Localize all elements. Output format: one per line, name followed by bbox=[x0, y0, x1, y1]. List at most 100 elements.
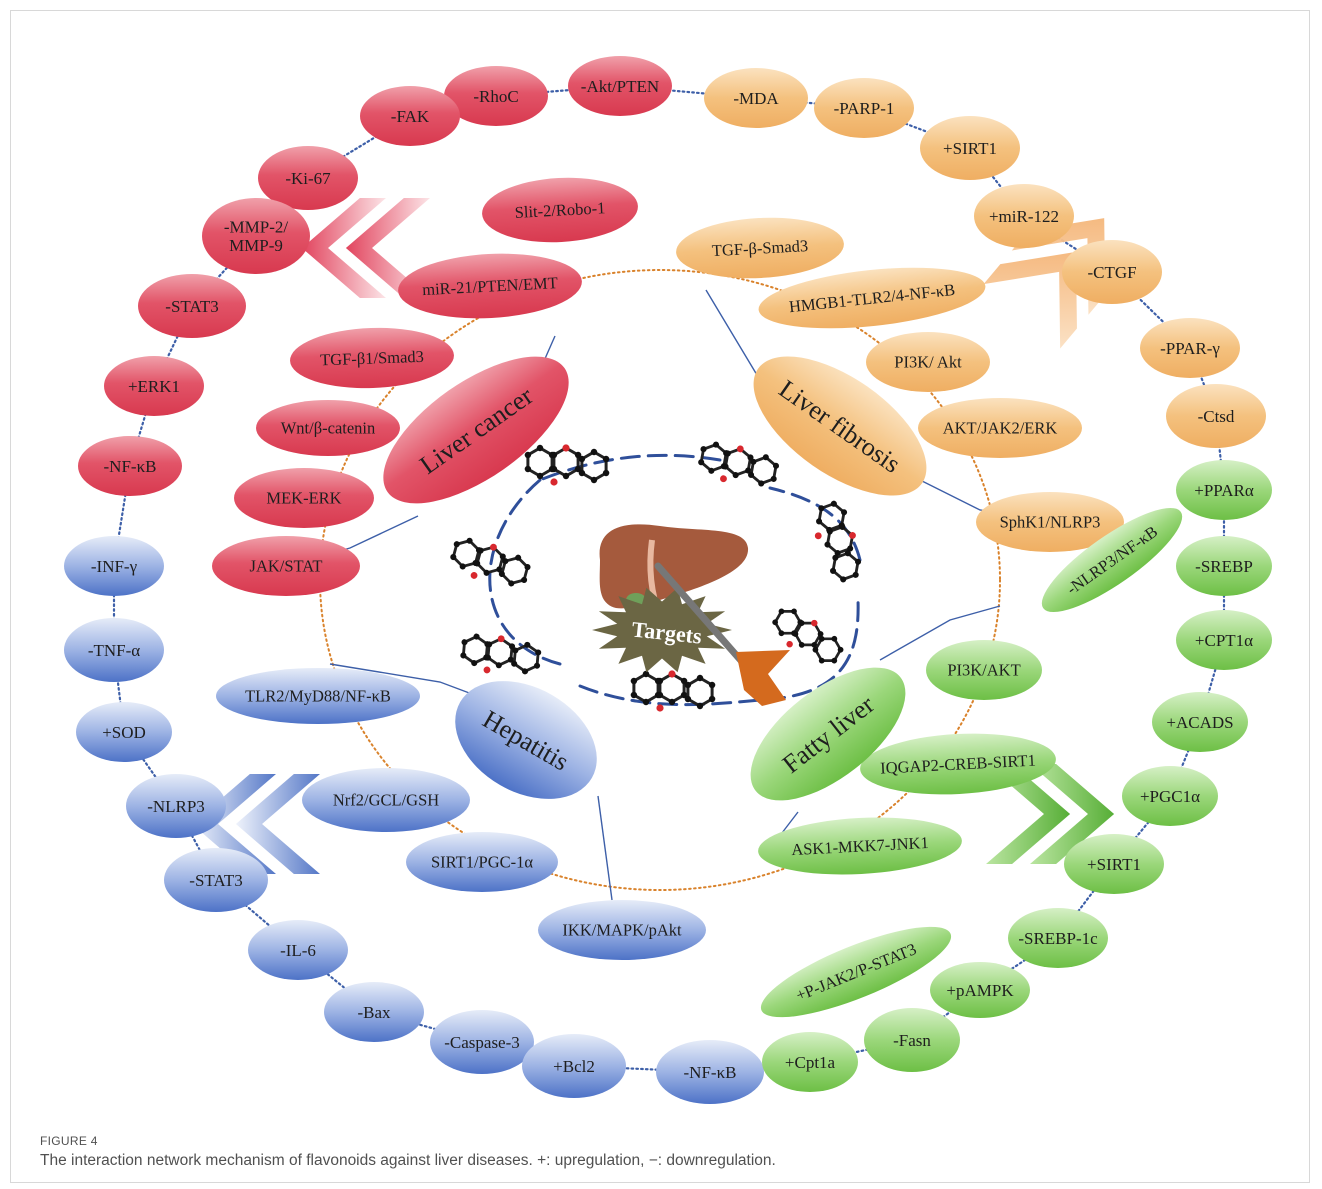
ring-node-fatty-label: +CPT1α bbox=[1195, 631, 1253, 650]
ring-node-fatty: -SREBP bbox=[1176, 536, 1272, 596]
pathway-node-hepatitis-label: SIRT1/PGC-1α bbox=[431, 853, 533, 872]
ring-node-fibrosis: +miR-122 bbox=[974, 184, 1074, 248]
pathway-node-hepatitis-label: TLR2/MyD88/NF-κB bbox=[245, 687, 391, 706]
ring-node-fatty: +Cpt1a bbox=[762, 1032, 858, 1092]
ring-node-cancer-label: -MMP-2/ bbox=[224, 218, 289, 237]
figure-caption: The interaction network mechanism of fla… bbox=[40, 1152, 776, 1169]
ring-node-fatty-label: +PPARα bbox=[1194, 481, 1254, 500]
ring-node-cancer: -Ki-67 bbox=[258, 146, 358, 210]
ring-node-fibrosis: -CTGF bbox=[1062, 240, 1162, 304]
decorations bbox=[191, 198, 1115, 874]
dart-arrow-icon bbox=[654, 562, 790, 706]
pathway-node-cancer-label: JAK/STAT bbox=[250, 557, 323, 576]
ring-node-fibrosis-label: -MDA bbox=[733, 89, 779, 108]
ring-node-fatty: +CPT1α bbox=[1176, 610, 1272, 670]
network-diagram: Targets-Akt/PTEN-RhoC-FAK-Ki-67-MMP-2/MM… bbox=[64, 56, 1272, 1104]
pathway-node-fatty-label: PI3K/AKT bbox=[947, 661, 1020, 680]
ring-node-cancer-label: -Ki-67 bbox=[285, 169, 331, 188]
ring-node-hepatitis-label: -NLRP3 bbox=[147, 797, 205, 816]
pathway-node-cancer-label: TGF-β1/Smad3 bbox=[320, 347, 424, 370]
ring-node-fibrosis: -PPAR-γ bbox=[1140, 318, 1240, 378]
ring-node-hepatitis: -STAT3 bbox=[164, 848, 268, 912]
ring-node-fatty: -Fasn bbox=[864, 1008, 960, 1072]
ring-node-hepatitis-label: -TNF-α bbox=[88, 641, 140, 660]
ring-node-fatty-label: -SREBP bbox=[1195, 557, 1253, 576]
ring-node-hepatitis: -INF-γ bbox=[64, 536, 164, 596]
pathway-node-fibrosis: SphK1/NLRP3 bbox=[976, 492, 1124, 552]
ring-node-hepatitis: -Bax bbox=[324, 982, 424, 1042]
pathway-node-fibrosis-label: SphK1/NLRP3 bbox=[1000, 513, 1101, 532]
ring-node-fibrosis: -PARP-1 bbox=[814, 78, 914, 138]
pathway-node-fatty: ASK1-MKK7-JNK1 bbox=[758, 817, 962, 875]
ring-node-fatty: -SREBP-1c bbox=[1008, 908, 1108, 968]
ring-node-hepatitis: -Caspase-3 bbox=[430, 1010, 534, 1074]
ring-node-fatty-label: +Cpt1a bbox=[785, 1053, 836, 1072]
ring-node-hepatitis-label: -Bax bbox=[357, 1003, 391, 1022]
ring-node-fatty: +PGC1α bbox=[1122, 766, 1218, 826]
disease-fibrosis: Liver fibrosis bbox=[753, 356, 927, 496]
flavanone-molecule-icon bbox=[814, 500, 862, 583]
ring-node-fibrosis-label: -CTGF bbox=[1087, 263, 1136, 282]
flavone-molecule-icon bbox=[524, 444, 610, 486]
ring-node-hepatitis-label: +Bcl2 bbox=[553, 1057, 595, 1076]
ring-node-hepatitis-label: -Caspase-3 bbox=[444, 1033, 520, 1052]
ring-node-hepatitis: -IL-6 bbox=[248, 920, 348, 980]
pathway-node-cancer: Wnt/β-catenin bbox=[256, 400, 400, 456]
figure-frame bbox=[10, 10, 1310, 1183]
ring-node-hepatitis: -TNF-α bbox=[64, 618, 164, 682]
pathway-node-hepatitis: TLR2/MyD88/NF-κB bbox=[216, 668, 420, 724]
ring-node-fibrosis: -Ctsd bbox=[1166, 384, 1266, 448]
pathway-node-cancer: TGF-β1/Smad3 bbox=[290, 327, 454, 389]
ring-node-hepatitis-label: -STAT3 bbox=[189, 871, 242, 890]
ring-node-fibrosis-label: -Ctsd bbox=[1198, 407, 1235, 426]
ring-node-hepatitis-label: -INF-γ bbox=[91, 557, 138, 576]
pathway-node-fibrosis: PI3K/ Akt bbox=[866, 332, 990, 392]
pathway-node-hepatitis: IKK/MAPK/pAkt bbox=[538, 900, 706, 960]
ring-node-fatty-label: +SIRT1 bbox=[1087, 855, 1141, 874]
ring-node-cancer-label: -STAT3 bbox=[165, 297, 218, 316]
pathway-node-hepatitis: Nrf2/GCL/GSH bbox=[302, 768, 470, 832]
pathway-node-hepatitis-label: IKK/MAPK/pAkt bbox=[562, 921, 682, 940]
nodes: Targets-Akt/PTEN-RhoC-FAK-Ki-67-MMP-2/MM… bbox=[64, 56, 1272, 1104]
ring-node-hepatitis: +Bcl2 bbox=[522, 1034, 626, 1098]
ring-node-fatty-label: -SREBP-1c bbox=[1018, 929, 1098, 948]
ring-node-hepatitis-label: -NF-κB bbox=[684, 1063, 737, 1082]
ring-node-fibrosis: +SIRT1 bbox=[920, 116, 1020, 180]
ring-node-fatty: +ACADS bbox=[1152, 692, 1248, 752]
pathway-node-fatty: PI3K/AKT bbox=[926, 640, 1042, 700]
pathway-node-cancer: miR-21/PTEN/EMT bbox=[398, 253, 582, 319]
disease-hepatitis: Hepatitis bbox=[455, 681, 597, 799]
pathway-node-fibrosis: HMGB1-TLR2/4-NF-κB bbox=[758, 267, 986, 329]
pathway-node-fibrosis: AKT/JAK2/ERK bbox=[918, 398, 1082, 458]
pathway-node-cancer-label: MEK-ERK bbox=[266, 489, 341, 508]
ring-node-fatty-label: +ACADS bbox=[1166, 713, 1233, 732]
ring-node-cancer: -RhoC bbox=[444, 66, 548, 126]
ring-node-fibrosis-label: -PARP-1 bbox=[834, 99, 895, 118]
ring-node-fibrosis-label: +SIRT1 bbox=[943, 139, 997, 158]
pathway-node-cancer-label: Slit-2/Robo-1 bbox=[514, 198, 606, 222]
ring-node-cancer: -STAT3 bbox=[138, 274, 246, 338]
ring-node-cancer-label: MMP-9 bbox=[229, 236, 283, 255]
ring-node-cancer: -NF-κB bbox=[78, 436, 182, 496]
ring-node-cancer-label: -RhoC bbox=[473, 87, 518, 106]
ring-node-fatty: +SIRT1 bbox=[1064, 834, 1164, 894]
pathway-node-hepatitis: SIRT1/PGC-1α bbox=[406, 832, 558, 892]
ring-node-fatty-label: +pAMPK bbox=[946, 981, 1014, 1000]
pathway-node-fibrosis-label: AKT/JAK2/ERK bbox=[943, 419, 1058, 438]
ring-node-fibrosis-label: -PPAR-γ bbox=[1160, 339, 1220, 358]
ring-node-cancer-label: -NF-κB bbox=[104, 457, 157, 476]
ring-node-cancer: -Akt/PTEN bbox=[568, 56, 672, 116]
pathway-node-fibrosis-label: PI3K/ Akt bbox=[894, 353, 962, 372]
ring-node-fibrosis-label: +miR-122 bbox=[989, 207, 1059, 226]
ring-node-cancer: -MMP-2/MMP-9 bbox=[202, 198, 310, 274]
anthocyanidin-molecule-icon bbox=[460, 633, 542, 675]
pathway-node-fatty: IQGAP2-CREB-SIRT1 bbox=[860, 733, 1056, 795]
ring-node-hepatitis: -NLRP3 bbox=[126, 774, 226, 838]
flavanol-molecule-icon bbox=[450, 537, 531, 587]
ring-node-hepatitis: -NF-κB bbox=[656, 1040, 764, 1104]
ring-node-cancer: +ERK1 bbox=[104, 356, 204, 416]
chevron-arrows-fatty-icon bbox=[986, 764, 1115, 864]
ring-node-fatty: +pAMPK bbox=[930, 962, 1030, 1018]
ring-node-fatty-label: -Fasn bbox=[893, 1031, 931, 1050]
